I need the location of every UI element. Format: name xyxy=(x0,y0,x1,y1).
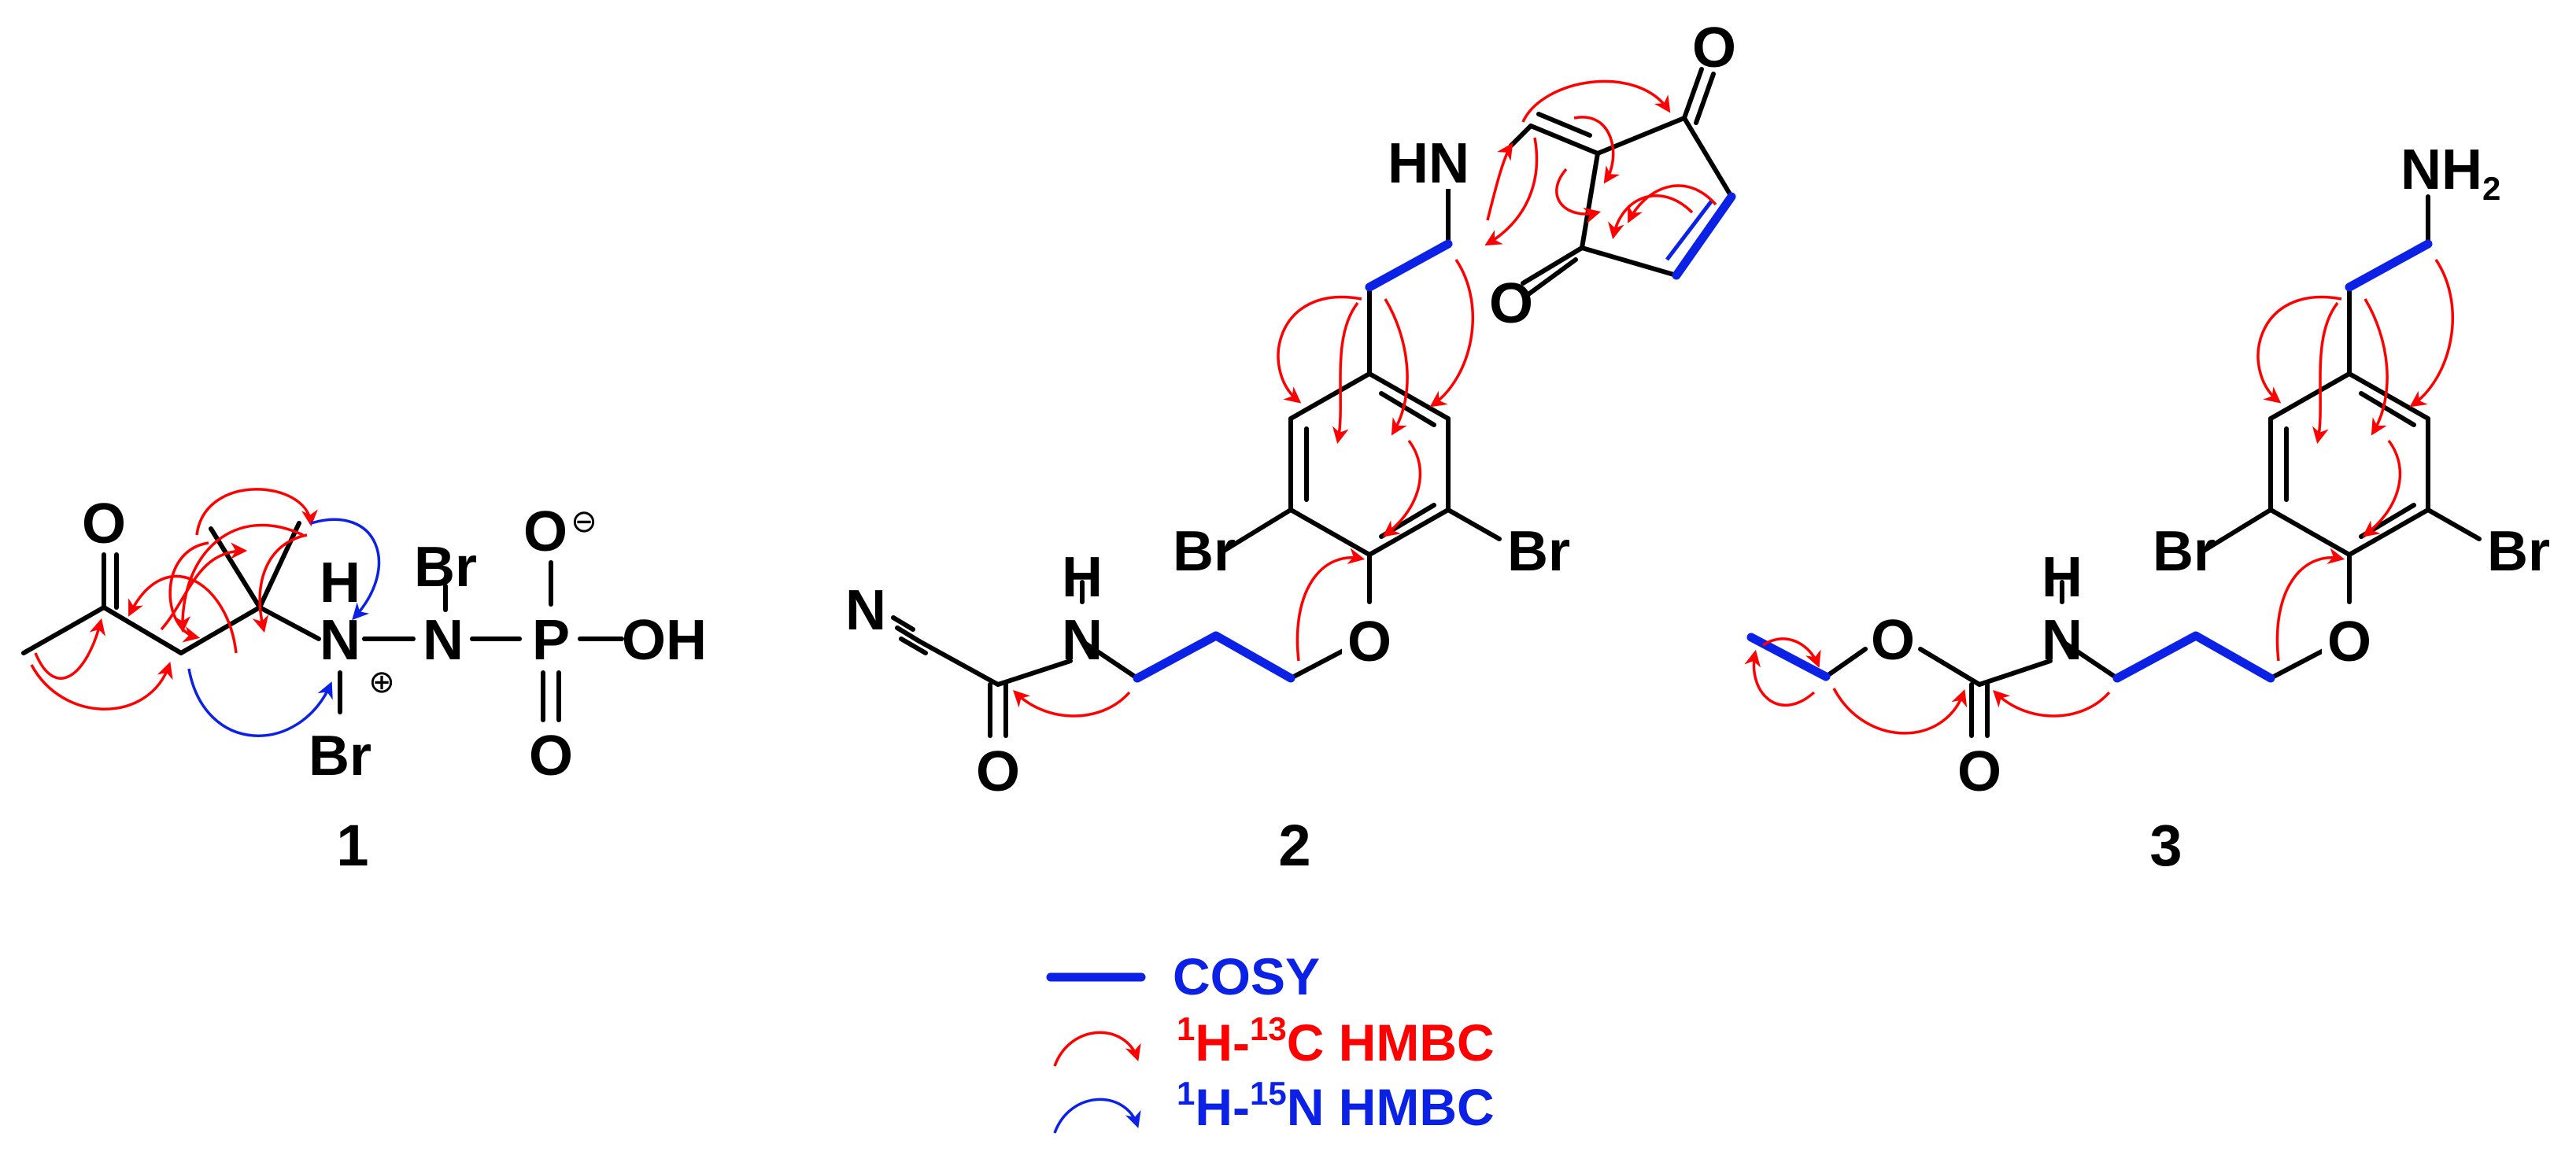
atom-o-anion: O xyxy=(523,500,567,563)
compound-1-atoms: O H N ⊕ Br Br N P O ⊖ OH O xyxy=(82,493,707,788)
compound-3-hmbc-arrows xyxy=(1744,259,2455,735)
atom-br-left: Br xyxy=(1173,520,1236,583)
compound-3-number: 3 xyxy=(2149,813,2182,878)
atom-n-hydrazine: N xyxy=(423,609,464,672)
atom-n-amide: N xyxy=(2042,609,2083,672)
atom-h-amide: H xyxy=(1062,546,1103,609)
atom-o-carbonyl: O xyxy=(1957,740,2001,803)
compound-2-number: 2 xyxy=(1278,813,1310,878)
atom-p: P xyxy=(532,609,570,672)
atom-n-amide: N xyxy=(1062,609,1103,672)
atom-nh2: NH2 xyxy=(2400,138,2500,207)
minus-charge-icon: ⊖ xyxy=(571,504,597,539)
legend-c-hmbc-arrow-icon xyxy=(1053,1031,1141,1067)
compound-1-hmbc-arrows xyxy=(30,488,318,710)
legend-n-hmbc-label: 1H-15N HMBC xyxy=(1177,1075,1495,1136)
compound-1-number: 1 xyxy=(336,813,368,878)
compound-3: NH2 Br Br O H N O O 3 xyxy=(1744,138,2550,878)
compound-3-atoms: NH2 Br Br O H N O O xyxy=(1871,138,2550,803)
atom-br-left: Br xyxy=(2153,520,2216,583)
legend-c-hmbc-label: 1H-13C HMBC xyxy=(1177,1010,1495,1072)
atom-n-nitrile: N xyxy=(845,579,886,642)
atom-br-right: Br xyxy=(1507,520,1570,583)
plus-charge-icon: ⊕ xyxy=(368,665,395,699)
atom-o-carbonyl: O xyxy=(976,740,1020,803)
compound-1: O H N ⊕ Br Br N P O ⊖ OH O 1 xyxy=(21,488,707,878)
atom-o-ether: O xyxy=(2327,611,2371,673)
compound-2-bonds xyxy=(891,67,1734,738)
compound-1-bonds xyxy=(21,521,624,722)
atom-h-ammonium: H xyxy=(320,552,360,614)
compound-3-bonds xyxy=(1824,194,2482,738)
legend-cosy-label: COSY xyxy=(1173,947,1320,1005)
legend: COSY 1H-13C HMBC 1H-15N HMBC xyxy=(1046,947,1495,1136)
atom-o-ketone: O xyxy=(82,493,126,555)
atom-o-dione-left: O xyxy=(1489,272,1533,335)
atom-oh: OH xyxy=(622,609,707,672)
atom-h-amide: H xyxy=(2042,546,2083,609)
atom-n-ammonium: N xyxy=(320,609,360,672)
compound-1-n-hmbc-arrows xyxy=(187,518,381,737)
compound-2-cosy xyxy=(1133,192,1736,683)
atom-o-phosphoryl: O xyxy=(529,725,573,788)
atom-o-ether: O xyxy=(1347,611,1391,673)
atom-br-on-hydrazine: Br xyxy=(414,536,477,599)
atom-o-ester: O xyxy=(1871,609,1915,672)
atom-br-on-ammonium: Br xyxy=(309,725,371,788)
legend-n-hmbc-arrow-icon xyxy=(1053,1098,1141,1134)
compound-2: HN O O Br Br O H N N O 2 xyxy=(845,17,1736,878)
atom-br-right: Br xyxy=(2487,520,2550,583)
atom-o-dione-top: O xyxy=(1692,17,1736,79)
compound-2-hmbc-arrows xyxy=(1013,79,1717,718)
atom-hn: HN xyxy=(1388,132,1469,195)
compound-2-atoms: HN O O Br Br O H N N O xyxy=(845,17,1736,803)
